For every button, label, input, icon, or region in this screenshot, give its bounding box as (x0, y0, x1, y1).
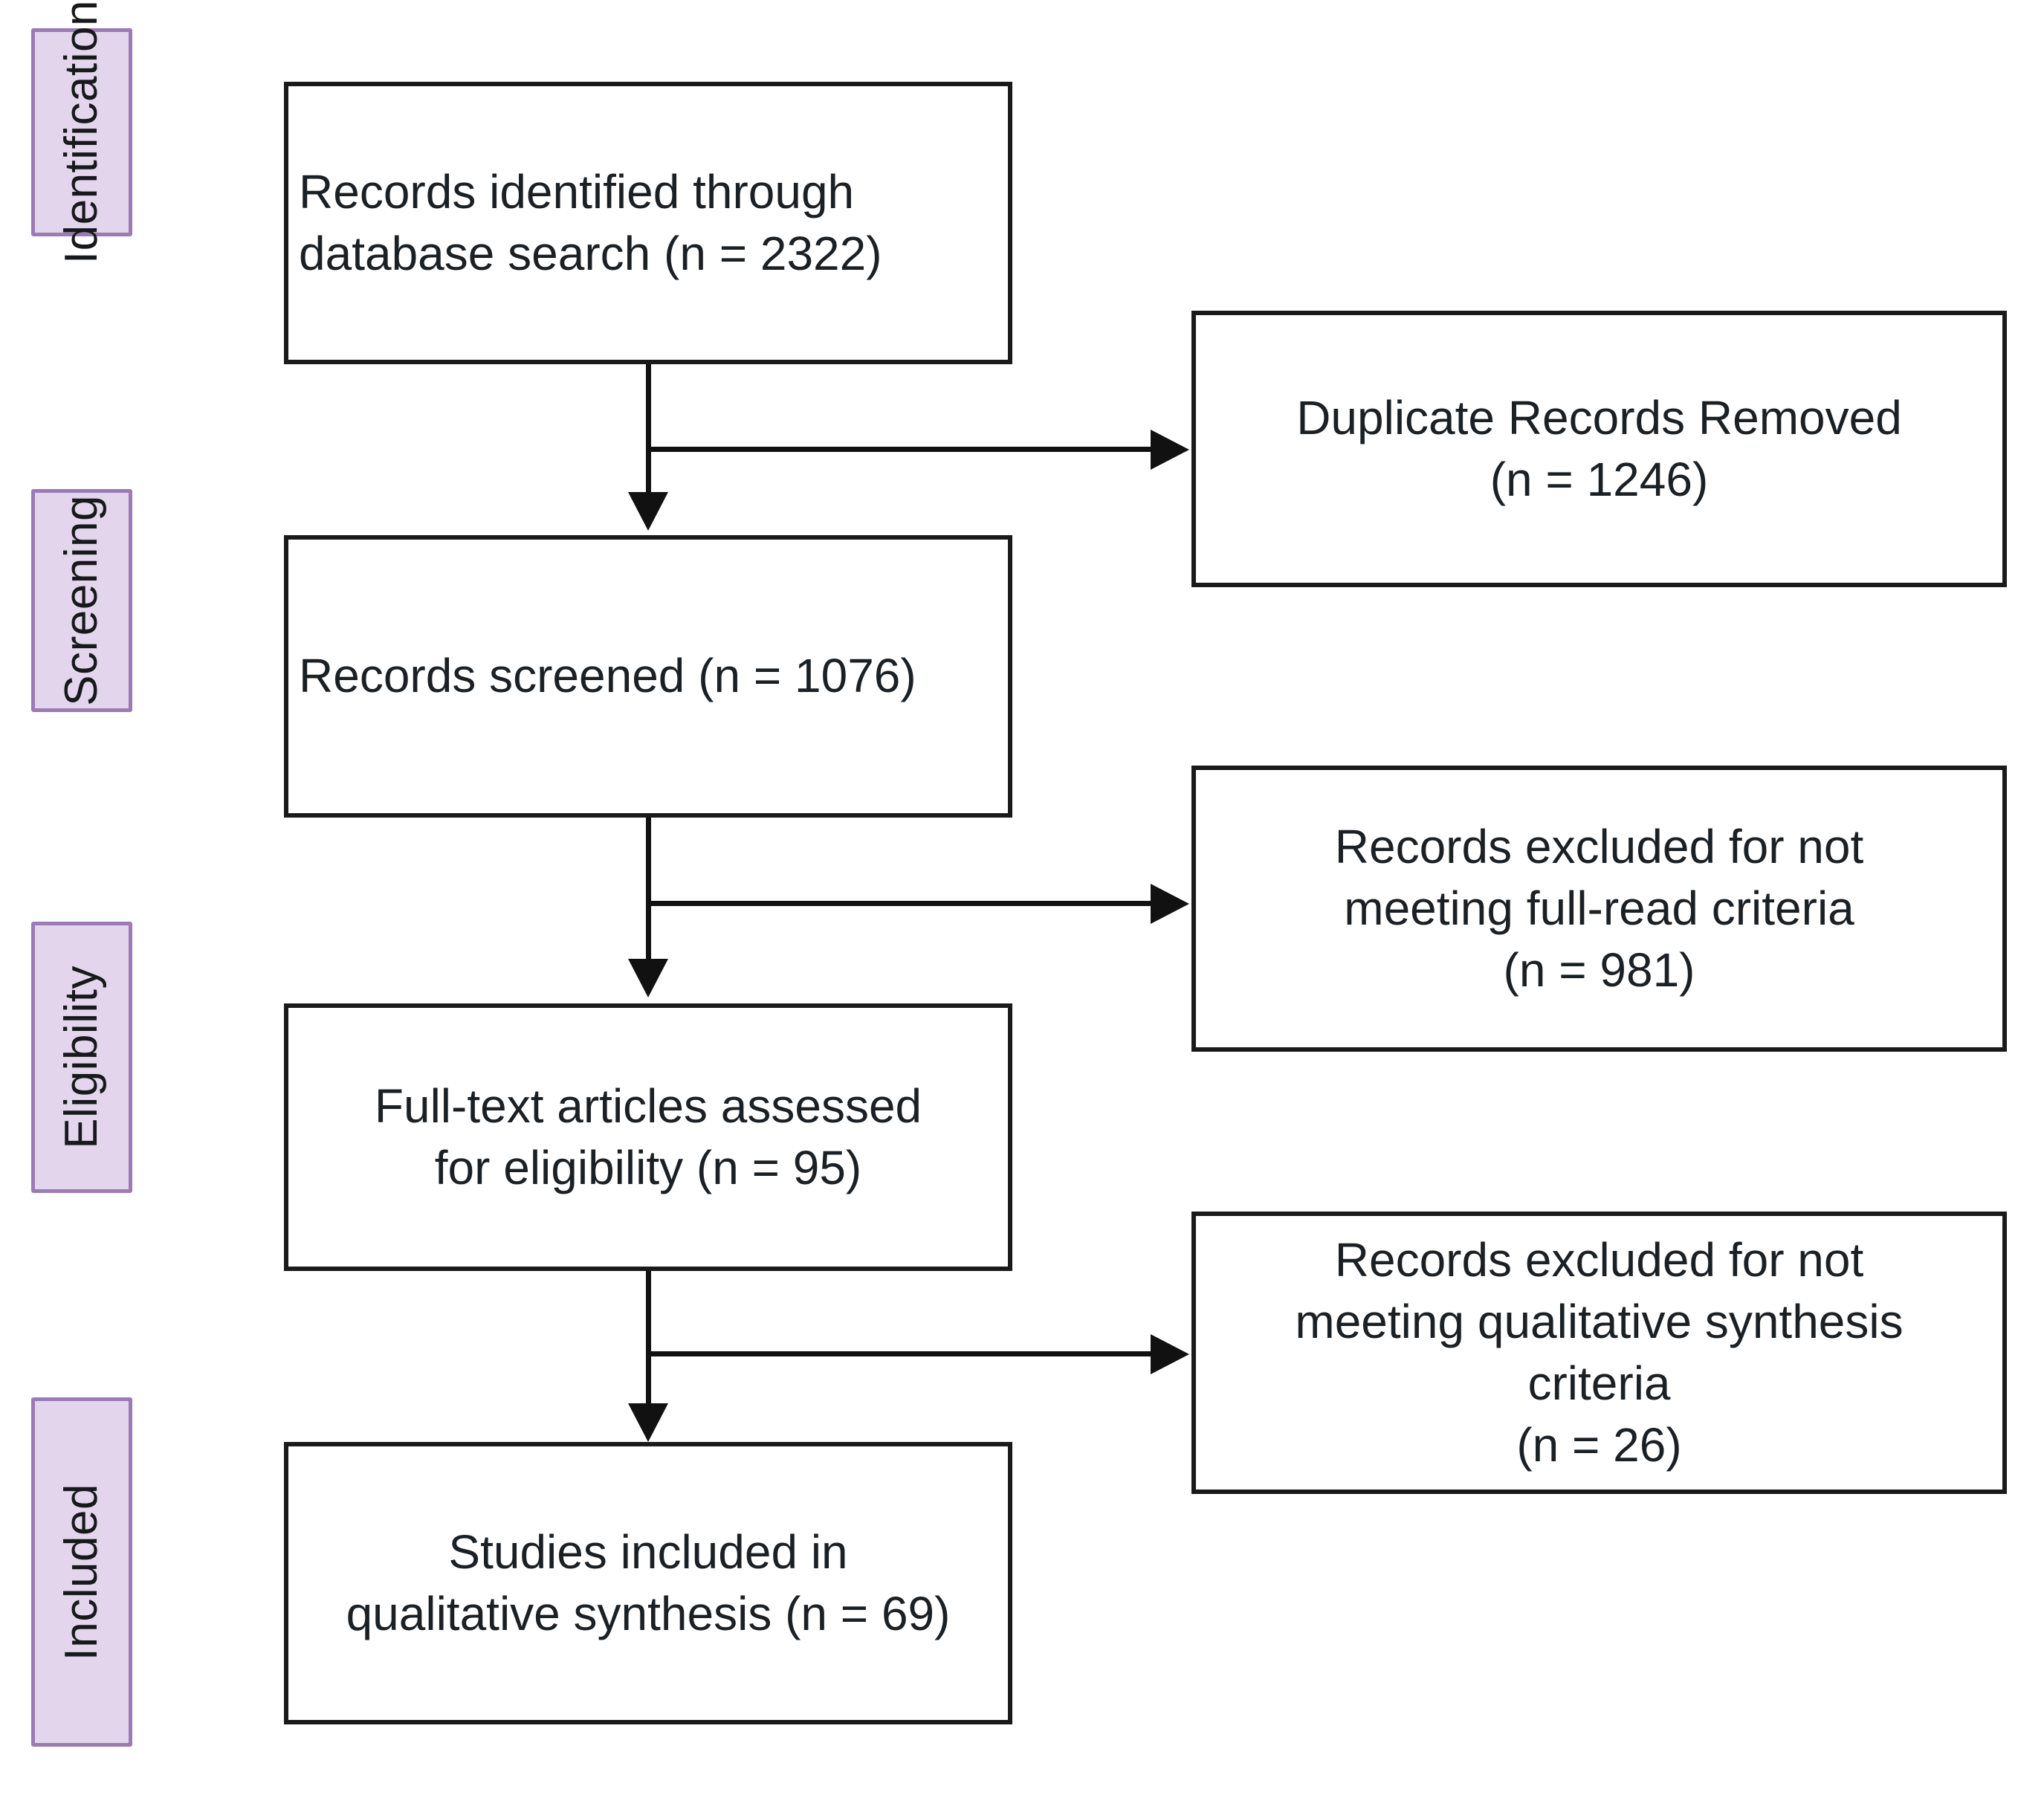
connector-screened-to-fulltext (646, 818, 651, 960)
box-duplicate-records-removed: Duplicate Records Removed (n = 1246) (1191, 311, 2007, 587)
connector-identified-to-duplicates (646, 447, 1151, 452)
box-records-excluded-qualitative-text: Records excluded for not meeting qualita… (1295, 1232, 1904, 1472)
stage-label-identification: Identification (31, 0, 132, 265)
box-studies-included: Studies included in qualitative synthesi… (284, 1442, 1012, 1724)
arrowhead-right-to-excluded-qualitative (1151, 1334, 1189, 1374)
stage-label-eligibility-text: Eligibility (56, 966, 107, 1149)
box-records-excluded-qualitative: Records excluded for not meeting qualita… (1191, 1212, 2007, 1494)
connector-identified-to-screened (646, 364, 651, 494)
box-records-screened: Records screened (n = 1076) (284, 535, 1012, 818)
box-duplicate-records-removed-text: Duplicate Records Removed (n = 1246) (1296, 390, 1902, 506)
connector-fulltext-to-included (646, 1271, 651, 1406)
stage-label-eligibility: Eligibility (31, 922, 132, 1193)
arrowhead-right-to-duplicates (1151, 430, 1189, 470)
stage-label-screening: Screening (31, 489, 132, 712)
box-studies-included-text: Studies included in qualitative synthesi… (346, 1524, 951, 1640)
stage-label-screening-text: Screening (56, 495, 107, 706)
arrowhead-down-to-fulltext (628, 959, 668, 997)
arrowhead-down-to-included (628, 1403, 668, 1442)
stage-label-identification-text: Identification (56, 0, 107, 265)
box-records-excluded-full-read-text: Records excluded for not meeting full-re… (1334, 819, 1864, 997)
box-full-text-assessed: Full-text articles assessed for eligibil… (284, 1003, 1012, 1271)
arrowhead-down-to-screened (628, 492, 668, 531)
connector-fulltext-to-excluded-qualitative (646, 1351, 1151, 1356)
box-records-excluded-full-read: Records excluded for not meeting full-re… (1191, 766, 2007, 1052)
arrowhead-right-to-excluded-fullread (1151, 884, 1189, 924)
box-records-identified-text: Records identified through database sear… (299, 164, 882, 280)
connector-screened-to-excluded-fullread (646, 901, 1151, 906)
stage-label-included: Included (31, 1397, 132, 1747)
box-records-identified: Records identified through database sear… (284, 82, 1012, 364)
stage-label-included-text: Included (56, 1483, 107, 1661)
box-records-screened-text: Records screened (n = 1076) (299, 649, 916, 703)
box-full-text-assessed-text: Full-text articles assessed for eligibil… (374, 1078, 922, 1194)
